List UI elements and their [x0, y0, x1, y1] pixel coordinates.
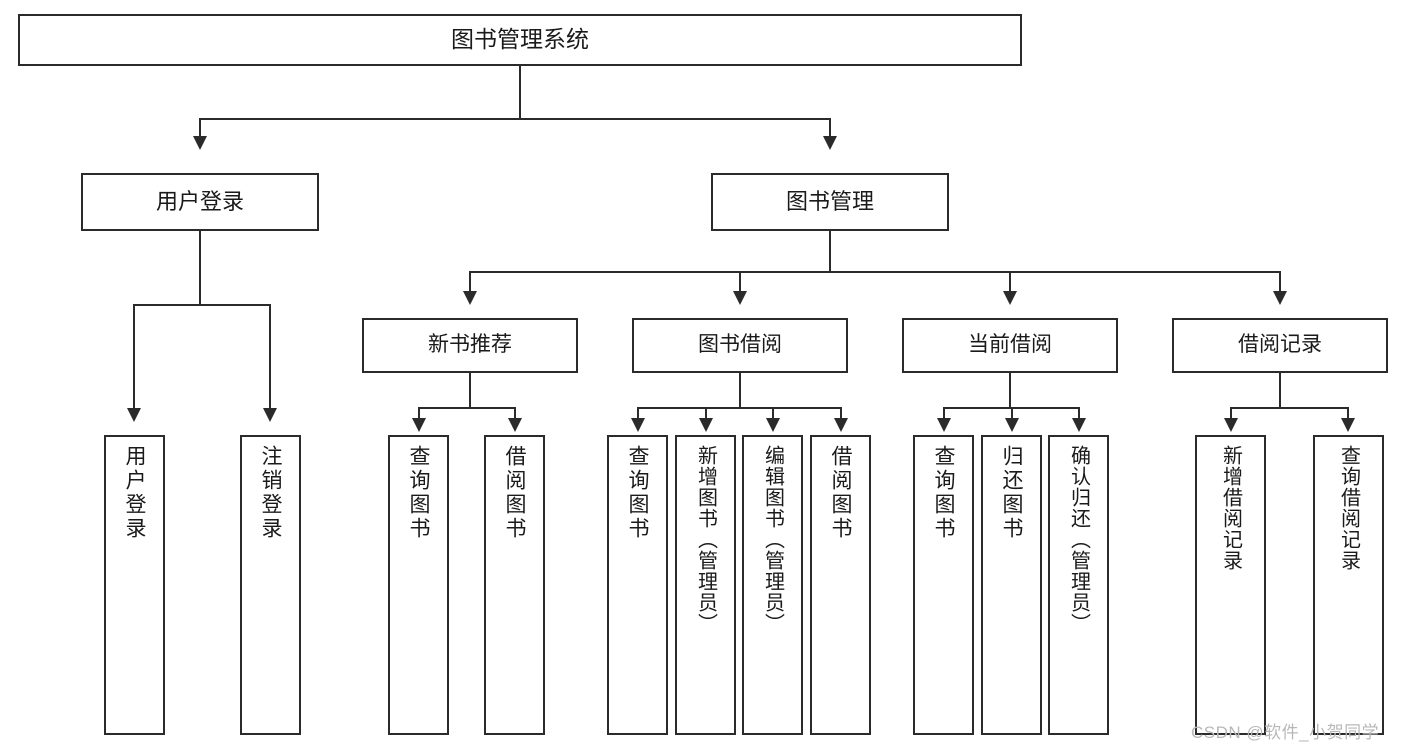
- arrow-to-new-book-recommend: [463, 291, 477, 305]
- node-label: 注销登录: [259, 445, 283, 541]
- arrow-leaf-book-borrow-3: [766, 418, 780, 432]
- node-label: 图书借阅: [698, 333, 782, 357]
- arrow-leaf-book-borrow-1: [631, 418, 645, 432]
- leaf-current-borrow-return[interactable]: 归还图书: [981, 435, 1042, 735]
- connector-book-borrow-bar: [637, 407, 842, 409]
- connector-root-to-user-login: [199, 118, 201, 138]
- node-label: 新增图书（管理员）: [694, 445, 717, 634]
- arrow-to-user-login: [193, 136, 207, 150]
- leaf-borrow-record-add[interactable]: 新增借阅记录: [1195, 435, 1266, 735]
- node-label: 新书推荐: [428, 333, 512, 357]
- arrow-leaf-current-borrow-2: [1005, 418, 1019, 432]
- connector-borrow-record-drop-1: [1230, 407, 1232, 420]
- connector-book-manage-drop-4: [1279, 271, 1281, 293]
- connector-book-manage-drop-3: [1009, 271, 1011, 293]
- node-current-borrow[interactable]: 当前借阅: [902, 318, 1118, 373]
- connector-root-stem: [519, 66, 521, 119]
- connector-book-borrow-drop-2: [705, 407, 707, 420]
- connector-current-borrow-drop-3: [1078, 407, 1080, 420]
- connector-new-book-drop-1: [418, 407, 420, 420]
- arrow-leaf-new-book-1: [412, 418, 426, 432]
- node-label: 当前借阅: [968, 333, 1052, 357]
- connector-new-book-bar: [418, 407, 516, 409]
- connector-book-manage-drop-2: [739, 271, 741, 293]
- arrow-leaf-borrow-record-1: [1224, 418, 1238, 432]
- connector-root-to-book-manage: [829, 118, 831, 138]
- node-label: 归还图书: [1000, 445, 1024, 541]
- arrow-leaf-current-borrow-1: [937, 418, 951, 432]
- node-label: 新增借阅记录: [1219, 445, 1242, 571]
- connector-current-borrow-stem: [1009, 373, 1011, 408]
- leaf-book-borrow-borrow[interactable]: 借阅图书: [810, 435, 871, 735]
- connector-new-book-drop-2: [514, 407, 516, 420]
- leaf-current-borrow-query[interactable]: 查询图书: [913, 435, 974, 735]
- arrow-leaf-new-book-2: [508, 418, 522, 432]
- leaf-book-borrow-query[interactable]: 查询图书: [607, 435, 668, 735]
- arrow-leaf-book-borrow-2: [699, 418, 713, 432]
- leaf-new-book-query[interactable]: 查询图书: [388, 435, 449, 735]
- node-label: 借阅图书: [503, 445, 527, 541]
- node-new-book-recommend[interactable]: 新书推荐: [362, 318, 578, 373]
- node-book-management[interactable]: 图书管理: [711, 173, 949, 231]
- connector-book-manage-bar: [469, 271, 1281, 273]
- connector-user-login-bar: [133, 304, 269, 306]
- connector-new-book-stem: [469, 373, 471, 408]
- arrow-leaf-book-borrow-4: [834, 418, 848, 432]
- node-label: 借阅图书: [829, 445, 853, 541]
- node-label: 用户登录: [155, 189, 244, 215]
- connector-borrow-record-bar: [1230, 407, 1349, 409]
- arrow-leaf-user-login-2: [263, 408, 277, 422]
- node-label: 查询图书: [932, 445, 956, 541]
- connector-book-borrow-drop-4: [840, 407, 842, 420]
- node-book-borrow[interactable]: 图书借阅: [632, 318, 848, 373]
- connector-book-borrow-drop-3: [772, 407, 774, 420]
- node-label: 借阅记录: [1238, 333, 1322, 357]
- node-root-system[interactable]: 图书管理系统: [18, 14, 1022, 66]
- connector-user-login-drop-2: [269, 304, 271, 410]
- connector-user-login-stem: [199, 231, 201, 305]
- arrow-leaf-user-login-1: [127, 408, 141, 422]
- leaf-new-book-borrow[interactable]: 借阅图书: [484, 435, 545, 735]
- arrow-to-borrow-record: [1273, 291, 1287, 305]
- connector-book-borrow-stem: [739, 373, 741, 408]
- leaf-book-borrow-edit[interactable]: 编辑图书（管理员）: [742, 435, 803, 735]
- node-borrow-record[interactable]: 借阅记录: [1172, 318, 1388, 373]
- node-label: 编辑图书（管理员）: [761, 445, 784, 634]
- node-label: 用户登录: [123, 445, 147, 541]
- connector-book-manage-stem: [829, 231, 831, 272]
- connector-root-bar: [199, 118, 831, 120]
- node-label: 图书管理: [785, 189, 874, 215]
- node-label: 查询图书: [626, 445, 650, 541]
- leaf-book-borrow-add[interactable]: 新增图书（管理员）: [675, 435, 736, 735]
- leaf-current-borrow-confirm-return[interactable]: 确认归还（管理员）: [1048, 435, 1109, 735]
- connector-book-borrow-drop-1: [637, 407, 639, 420]
- leaf-user-login-login[interactable]: 用户登录: [104, 435, 165, 735]
- node-label: 查询图书: [407, 445, 431, 541]
- connector-current-borrow-drop-2: [1011, 407, 1013, 420]
- connector-borrow-record-stem: [1279, 373, 1281, 408]
- arrow-leaf-borrow-record-2: [1341, 418, 1355, 432]
- connector-user-login-drop-1: [133, 304, 135, 410]
- node-label: 图书管理系统: [451, 26, 589, 53]
- connector-book-manage-drop-1: [469, 271, 471, 293]
- csdn-watermark: CSDN @软件_小贺同学: [1191, 723, 1380, 742]
- arrow-to-book-borrow: [733, 291, 747, 305]
- leaf-user-login-logout[interactable]: 注销登录: [240, 435, 301, 735]
- arrow-leaf-current-borrow-3: [1072, 418, 1086, 432]
- node-label: 确认归还（管理员）: [1067, 445, 1090, 634]
- connector-current-borrow-drop-1: [943, 407, 945, 420]
- arrow-to-current-borrow: [1003, 291, 1017, 305]
- node-user-login[interactable]: 用户登录: [81, 173, 319, 231]
- node-label: 查询借阅记录: [1337, 445, 1360, 571]
- leaf-borrow-record-query[interactable]: 查询借阅记录: [1313, 435, 1384, 735]
- connector-borrow-record-drop-2: [1347, 407, 1349, 420]
- arrow-to-book-manage: [823, 136, 837, 150]
